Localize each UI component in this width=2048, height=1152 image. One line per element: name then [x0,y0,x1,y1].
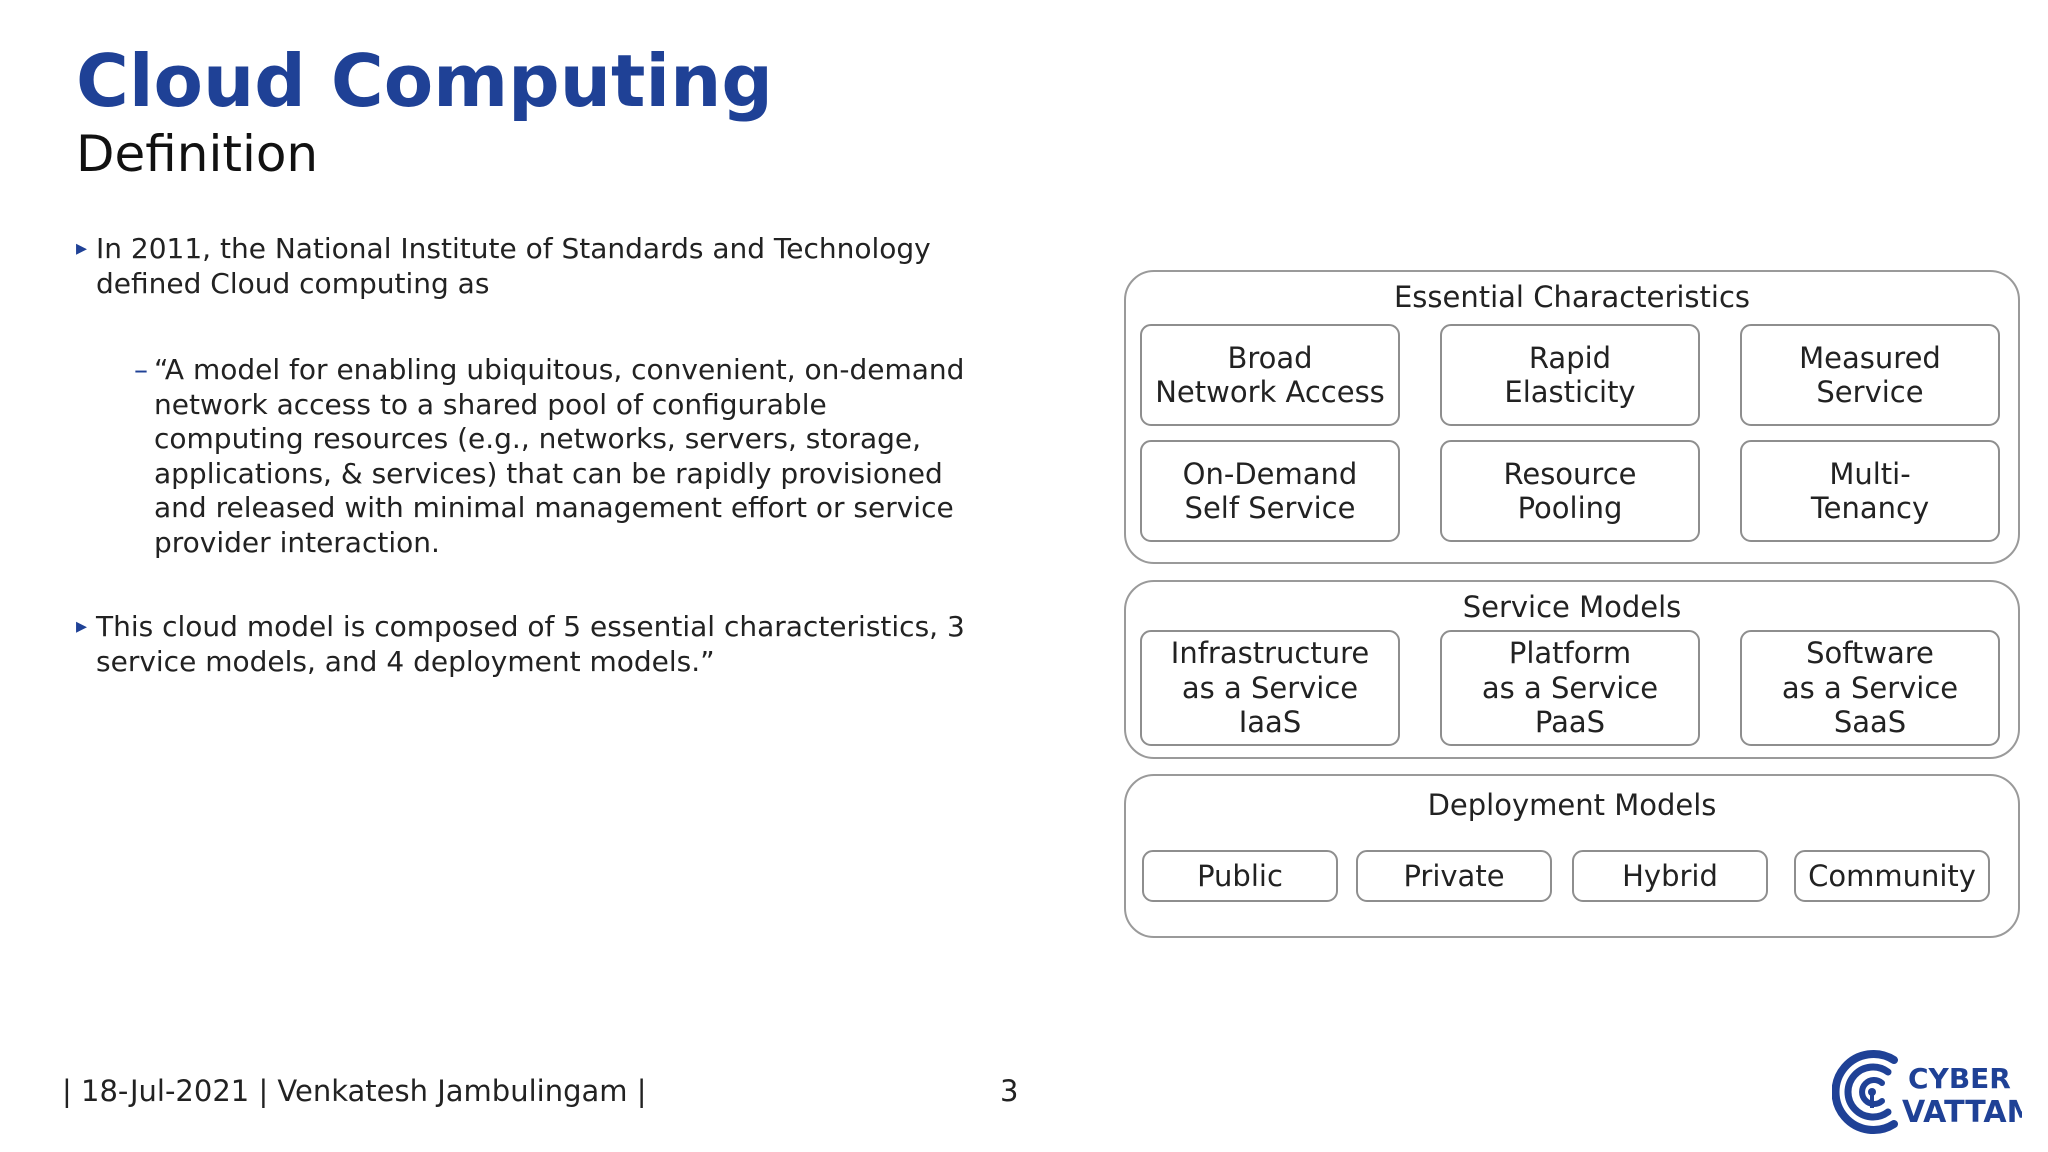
logo-icon: CYBER VATTAM [1831,1050,2036,1134]
deployment-model-box: Public [1142,850,1338,902]
slide-body: ▸ In 2011, the National Institute of Sta… [76,232,1016,679]
quote-line: computing resources (e.g., networks, ser… [154,422,922,455]
group-title: Deployment Models [1427,788,1717,822]
sub-bullet-quote: – “A model for enabling ubiquitous, conv… [134,353,1016,560]
logo-line2: VATTAM [1902,1095,2022,1130]
quote-text: “A model for enabling ubiquitous, conven… [154,353,964,560]
deployment-model-box: Hybrid [1572,850,1768,902]
bullet-nist: ▸ In 2011, the National Institute of Sta… [76,232,1016,301]
slide-subtitle: Definition [76,125,319,183]
bullet-line: In 2011, the National Institute of Stand… [96,232,931,265]
page-number: 3 [1000,1074,1019,1108]
characteristic-box: Multi-Tenancy [1740,440,2000,542]
slide-title: Cloud Computing [76,39,773,123]
quote-line: and released with minimal management eff… [154,491,954,524]
quote-line: network access to a shared pool of confi… [154,387,827,421]
dash-marker-icon: – [134,353,148,386]
group-title: Essential Characteristics [1393,280,1751,314]
bullet-line: defined Cloud computing as [96,266,490,300]
group-title: Service Models [1462,590,1682,624]
quote-line: provider interaction. [154,525,440,559]
bullet-line: This cloud model is composed of 5 essent… [96,610,965,643]
quote-line: applications, & services) that can be ra… [154,456,943,490]
quote-line: “A model for enabling ubiquitous, conven… [154,353,965,386]
bullet-line: service models, and 4 deployment models.… [96,644,715,678]
cyber-vattam-logo: CYBER VATTAM [1831,1048,2036,1136]
footer-text: | 18-Jul-2021 | Venkatesh Jambulingam | [62,1074,647,1108]
bullet-model-composition: ▸ This cloud model is composed of 5 esse… [76,610,1016,679]
deployment-model-box: Community [1794,850,1990,902]
logo-line1: CYBER [1908,1062,2011,1095]
bullet-marker-icon: ▸ [76,614,88,639]
deployment-model-box: Private [1356,850,1552,902]
bullet-marker-icon: ▸ [76,236,88,261]
bullet-text: In 2011, the National Institute of Stand… [96,232,931,301]
bullet-text: This cloud model is composed of 5 essent… [96,610,965,679]
deployment-models-group: Deployment Models Public Private Hybrid … [1124,774,2020,938]
